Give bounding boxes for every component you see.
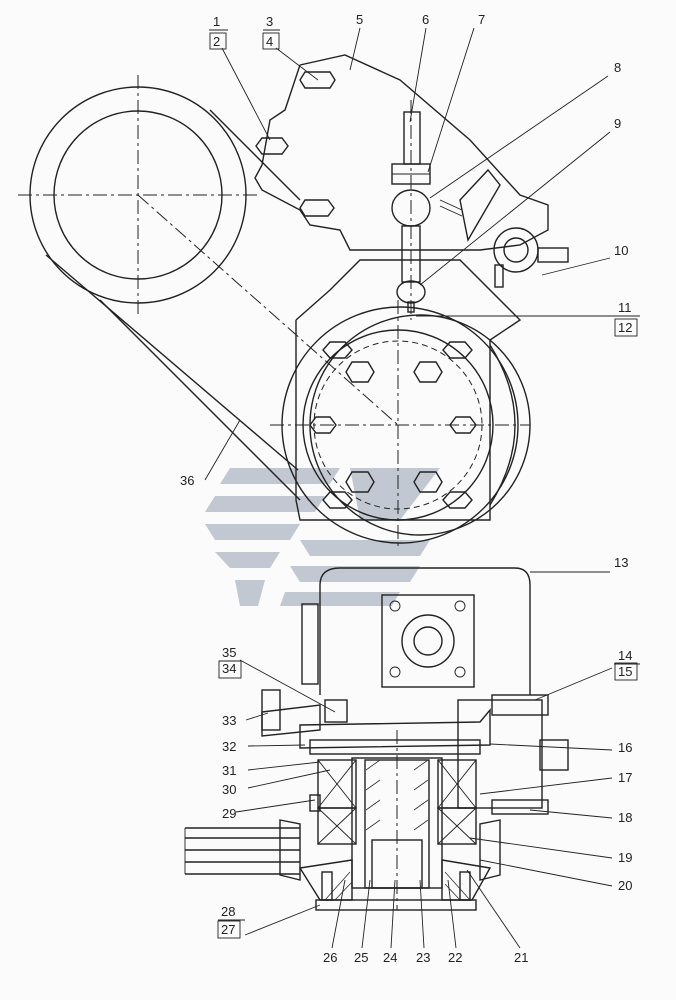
callout-18: 18 [618, 810, 632, 825]
callout-frames [209, 29, 640, 939]
motor-body [301, 567, 531, 695]
callout-9: 9 [614, 116, 621, 131]
leader-lines [204, 27, 640, 949]
v-belt [184, 827, 300, 875]
callout-20: 20 [618, 878, 632, 893]
callout-7: 7 [478, 12, 485, 27]
callout-5: 5 [356, 12, 363, 27]
callout-16: 16 [618, 740, 632, 755]
callout-29: 29 [222, 806, 236, 821]
callout-4: 4 [266, 34, 273, 49]
callout-10: 10 [614, 243, 628, 258]
callout-31: 31 [222, 763, 236, 778]
callout-12: 12 [618, 320, 632, 335]
callout-1: 1 [213, 14, 220, 29]
spindle-section [279, 730, 501, 911]
pivot-pin [493, 227, 569, 288]
callout-22: 22 [448, 950, 462, 965]
callout-19: 19 [618, 850, 632, 865]
callout-36: 36 [180, 473, 194, 488]
callout-23: 23 [416, 950, 430, 965]
callout-35: 35 [222, 645, 236, 660]
callout-27: 27 [221, 922, 235, 937]
motor-housing [270, 259, 531, 550]
callout-17: 17 [618, 770, 632, 785]
callout-2: 2 [213, 34, 220, 49]
callout-8: 8 [614, 60, 621, 75]
callout-13: 13 [614, 555, 628, 570]
callout-25: 25 [354, 950, 368, 965]
callout-34: 34 [222, 661, 236, 676]
lever-arm [45, 109, 399, 501]
callout-26: 26 [323, 950, 337, 965]
callout-32: 32 [222, 739, 236, 754]
callout-labels: 1 2 3 4 5 6 7 8 9 10 11 12 13 14 15 16 1… [180, 12, 632, 965]
clamp-plate [261, 689, 569, 815]
callout-6: 6 [422, 12, 429, 27]
callout-11: 11 [618, 300, 632, 315]
callout-24: 24 [383, 950, 397, 965]
callout-33: 33 [222, 713, 236, 728]
watermark-logo [205, 468, 440, 606]
adjusting-screw [391, 100, 431, 320]
callout-14: 14 [618, 648, 632, 663]
callout-21: 21 [514, 950, 528, 965]
callout-28: 28 [221, 904, 235, 919]
callout-3: 3 [266, 14, 273, 29]
callout-30: 30 [222, 782, 236, 797]
callout-15: 15 [618, 664, 632, 679]
bracket [254, 54, 549, 251]
